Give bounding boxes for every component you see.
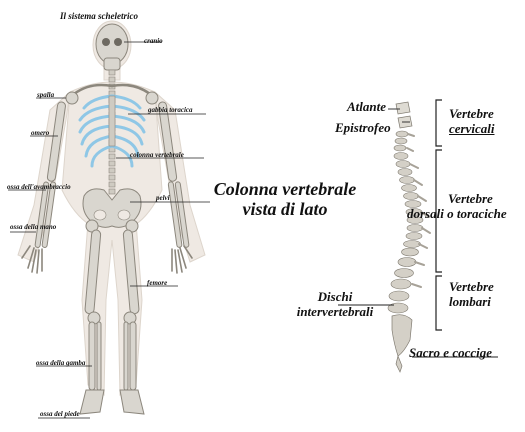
spine-title-line1: Colonna vertebrale	[210, 180, 360, 198]
label-cervicali-line2: cervicali	[449, 122, 494, 135]
label-lombari-line1: Vertebre	[449, 280, 494, 293]
label-epistrofeo: Epistrofeo	[335, 121, 391, 134]
label-ossa-avambraccio: ossa dell'avambraccio	[7, 184, 71, 191]
label-gabbia-toracica: gabbia toracica	[148, 107, 193, 114]
label-lombari-line2: lombari	[449, 295, 494, 308]
label-dischi-intervertebrali: Dischi intervertebrali	[285, 290, 385, 318]
skeleton-title: Il sistema scheletrico	[60, 12, 138, 21]
label-cervicali-line1: Vertebre	[449, 107, 494, 120]
spine-title: Colonna vertebrale vista di lato	[210, 180, 360, 218]
label-dorsali-line1: Vertebre	[440, 192, 507, 205]
label-vertebre-lombari: Vertebre lombari	[449, 280, 494, 308]
label-pelvi: pelvi	[156, 195, 170, 202]
label-sacro-coccige: Sacro e coccige	[409, 346, 492, 359]
label-vertebre-dorsali: Vertebre dorsali o toraciche	[440, 192, 507, 220]
label-dischi-line2: intervertebrali	[285, 305, 385, 318]
label-dischi-line1: Dischi	[285, 290, 385, 303]
label-ossa-gamba: ossa della gamba	[36, 360, 85, 367]
label-spalla: spalla	[37, 92, 54, 99]
label-dorsali-line2: dorsali o toraciche	[407, 207, 507, 220]
spine-title-line2: vista di lato	[210, 200, 360, 218]
label-cranio: cranio	[144, 38, 163, 45]
label-ossa-piede: ossa del piede	[40, 411, 80, 418]
label-colonna-vertebrale: colonna vertebrale	[130, 152, 184, 159]
label-vertebre-cervicali: Vertebre cervicali	[449, 107, 494, 135]
label-atlante: Atlante	[347, 100, 386, 113]
label-ossa-mano: ossa della mano	[10, 224, 56, 231]
label-femore: femore	[147, 280, 167, 287]
label-omero: omero	[31, 130, 49, 137]
